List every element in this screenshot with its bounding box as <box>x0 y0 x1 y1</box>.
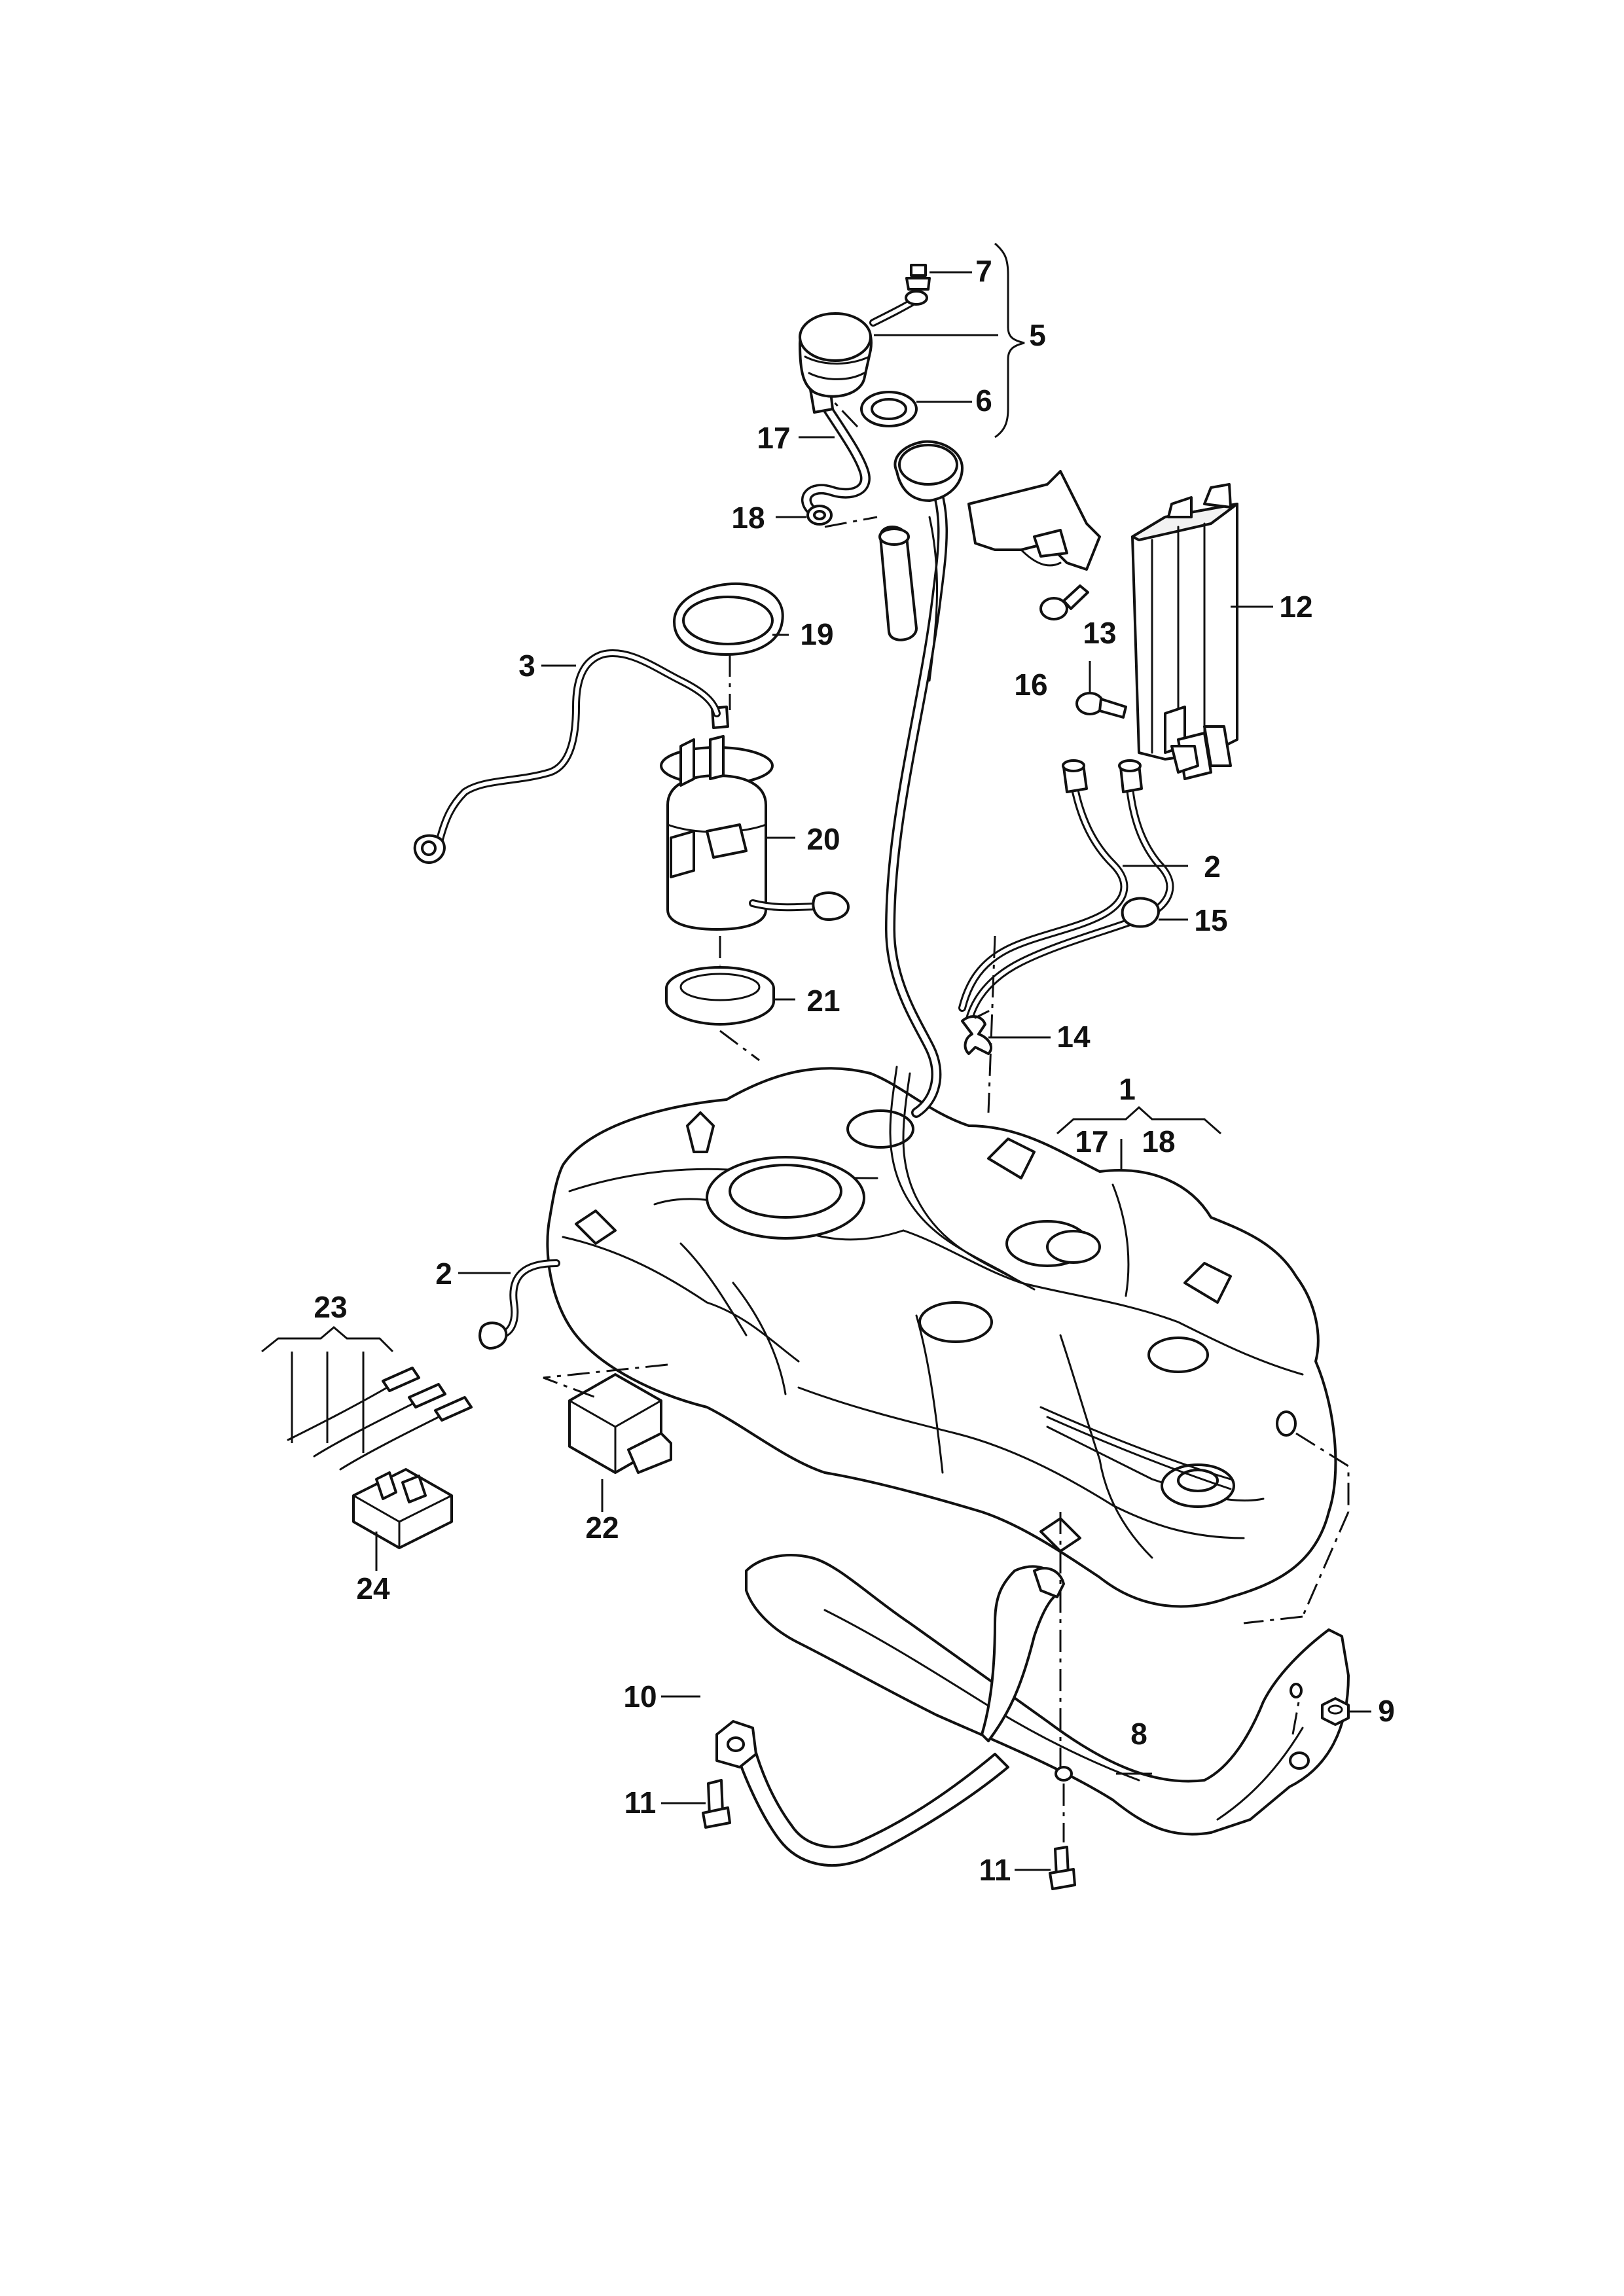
breather-hose <box>801 385 918 641</box>
callout-2-upper: 2 <box>1204 850 1221 884</box>
clip-15 <box>1121 897 1160 928</box>
filler-cap-seal <box>860 391 918 427</box>
callout-9: 9 <box>1378 1694 1395 1728</box>
callout-5: 5 <box>1029 318 1046 352</box>
fuel-tank <box>546 1066 1337 1608</box>
nut-9 <box>1321 1697 1350 1726</box>
callout-14: 14 <box>1056 1020 1091 1054</box>
heat-shield <box>745 1554 1350 1836</box>
bolt-11-right <box>1049 1846 1076 1890</box>
leader-lines <box>261 242 1371 1871</box>
strap-bracket <box>715 1720 757 1768</box>
callout-12: 12 <box>1279 590 1312 624</box>
connector-housing <box>352 1468 453 1549</box>
assembly-lines <box>543 398 1350 1842</box>
fuel-line-2-lower <box>478 1259 560 1350</box>
fuel-line-3 <box>413 649 721 864</box>
callout-10: 10 <box>623 1679 657 1713</box>
callout-2-lower: 2 <box>435 1257 452 1291</box>
callout-20: 20 <box>806 822 840 856</box>
callout-1: 1 <box>1119 1072 1136 1106</box>
callout-15: 15 <box>1194 903 1227 937</box>
callout-19: 19 <box>800 617 833 651</box>
callout-7: 7 <box>975 254 992 288</box>
fuel-pump <box>660 706 850 931</box>
filler-cap <box>799 290 928 398</box>
bolt-11-left <box>702 1779 731 1829</box>
callout-6: 6 <box>975 384 992 418</box>
callout-23: 23 <box>314 1290 347 1324</box>
tank-strap <box>732 1565 1065 1867</box>
callout-18-filler: 18 <box>731 501 765 535</box>
callout-11-right: 11 <box>979 1853 1011 1887</box>
cap-screw <box>905 264 931 291</box>
callout-16: 16 <box>1014 668 1047 702</box>
callout-18-tank: 18 <box>1142 1124 1175 1158</box>
callout-3: 3 <box>518 649 535 683</box>
callout-13: 13 <box>1083 616 1116 650</box>
seal-ring <box>665 966 775 1026</box>
bolt-13 <box>1075 692 1127 719</box>
bolt-16 <box>1039 584 1089 620</box>
callout-17-tank: 17 <box>1075 1124 1108 1158</box>
grommet <box>806 505 833 526</box>
clip-14 <box>961 1010 992 1055</box>
callout-11-left: 11 <box>624 1785 657 1820</box>
callout-8: 8 <box>1130 1717 1147 1751</box>
callout-21: 21 <box>806 984 840 1018</box>
evap-canister <box>1131 483 1238 780</box>
callout-labels: 1 2 2 3 5 6 7 8 9 10 11 11 12 13 14 15 1… <box>314 254 1394 1887</box>
lock-ring <box>673 582 784 656</box>
filler-neck <box>885 440 1101 1118</box>
callout-17-filler: 17 <box>757 421 790 455</box>
callout-24: 24 <box>356 1571 390 1605</box>
callout-22: 22 <box>585 1511 619 1545</box>
repair-wires <box>287 1367 473 1471</box>
control-module <box>568 1373 672 1474</box>
